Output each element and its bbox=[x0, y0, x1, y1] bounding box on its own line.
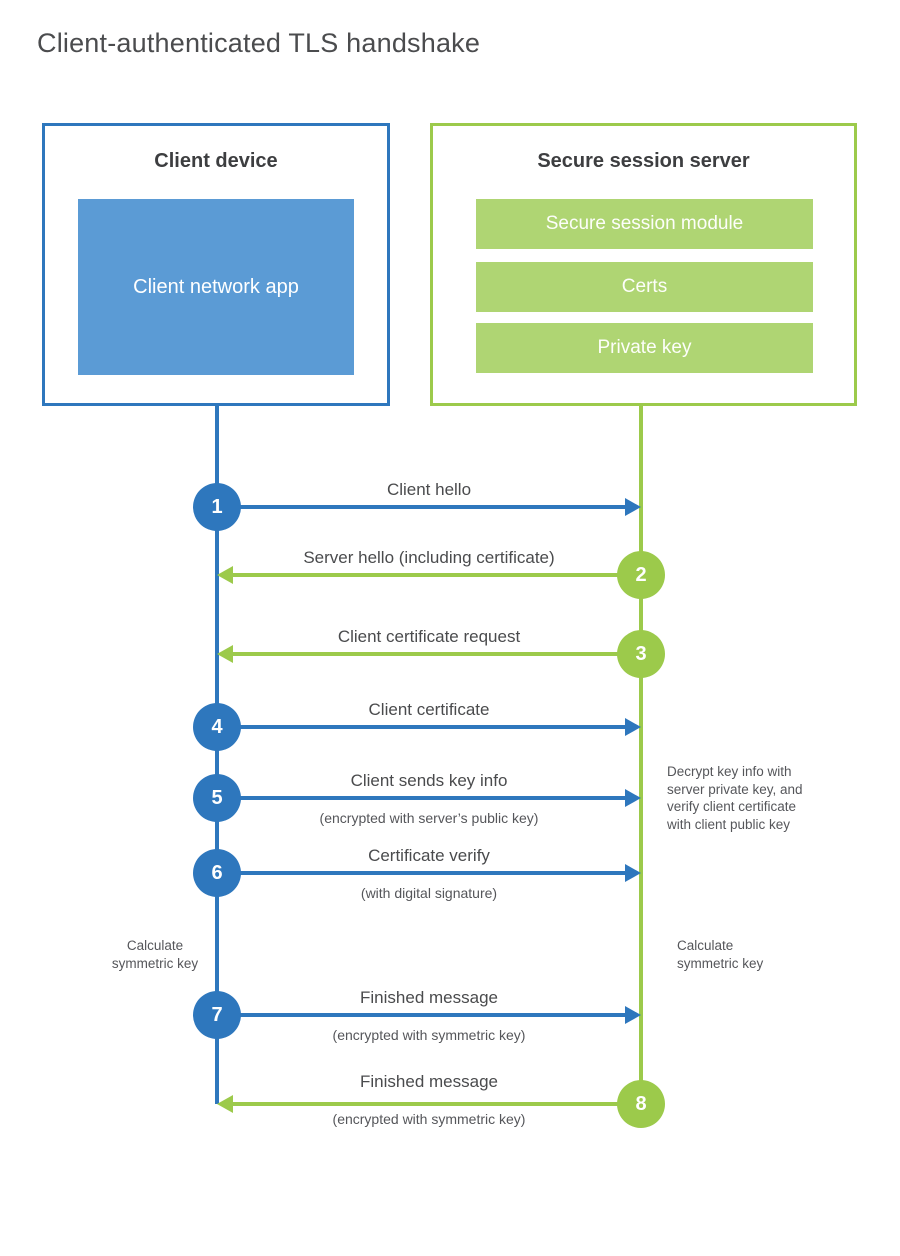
note-line: with client public key bbox=[667, 816, 791, 832]
server-module-secure-session: Secure session module bbox=[476, 199, 813, 249]
arrowhead-right-icon bbox=[625, 789, 641, 807]
arrowhead-left-icon bbox=[217, 566, 233, 584]
message-label-4: Client certificate bbox=[368, 700, 490, 719]
note-line: symmetric key bbox=[677, 955, 764, 971]
message-label-8: Finished message bbox=[360, 1072, 498, 1091]
step-circle-5: 5 bbox=[193, 774, 241, 822]
note-decrypt-key-info: Decrypt key info with server private key… bbox=[667, 763, 837, 833]
step-circle-1: 1 bbox=[193, 483, 241, 531]
page-title: Client-authenticated TLS handshake bbox=[37, 28, 481, 58]
server-module-certs: Certs bbox=[476, 262, 813, 312]
message-arrow-7 bbox=[217, 1013, 626, 1017]
message-arrow-2 bbox=[233, 573, 641, 577]
message-sublabel-6: (with digital signature) bbox=[360, 885, 498, 901]
secure-session-server-box: Secure session server Secure session mod… bbox=[430, 123, 857, 406]
note-line: server private key, and bbox=[667, 781, 803, 797]
message-label-3: Client certificate request bbox=[337, 627, 521, 646]
client-device-box: Client device Client network app bbox=[42, 123, 390, 406]
step-circle-2: 2 bbox=[617, 551, 665, 599]
message-label-7: Finished message bbox=[360, 988, 498, 1007]
message-arrow-5 bbox=[217, 796, 626, 800]
message-sublabel-5: (encrypted with server’s public key) bbox=[319, 810, 539, 826]
arrowhead-right-icon bbox=[625, 498, 641, 516]
message-label-6: Certificate verify bbox=[368, 846, 490, 865]
step-circle-6: 6 bbox=[193, 849, 241, 897]
note-line: Decrypt key info with bbox=[667, 764, 792, 779]
message-label-1: Client hello bbox=[386, 480, 472, 499]
arrowhead-left-icon bbox=[217, 1095, 233, 1113]
note-calculate-symmetric-key-server: Calculate symmetric key bbox=[677, 937, 837, 972]
message-label-2: Server hello (including certificate) bbox=[303, 548, 555, 567]
step-circle-3: 3 bbox=[617, 630, 665, 678]
note-line: symmetric key bbox=[111, 955, 199, 971]
arrowhead-right-icon bbox=[625, 864, 641, 882]
message-arrow-6 bbox=[217, 871, 626, 875]
arrowhead-right-icon bbox=[625, 1006, 641, 1024]
lifeline-client bbox=[215, 404, 219, 1104]
message-arrow-8 bbox=[233, 1102, 641, 1106]
arrowhead-left-icon bbox=[217, 645, 233, 663]
message-sublabel-8: (encrypted with symmetric key) bbox=[332, 1111, 526, 1127]
note-line: Calculate bbox=[677, 938, 734, 953]
step-circle-7: 7 bbox=[193, 991, 241, 1039]
step-circle-8: 8 bbox=[617, 1080, 665, 1128]
message-arrow-1 bbox=[217, 505, 626, 509]
arrowhead-right-icon bbox=[625, 718, 641, 736]
message-arrow-3 bbox=[233, 652, 641, 656]
message-label-5: Client sends key info bbox=[350, 771, 508, 790]
lifeline-server bbox=[639, 404, 643, 1105]
step-circle-4: 4 bbox=[193, 703, 241, 751]
client-device-title: Client device bbox=[154, 150, 278, 172]
note-line: Calculate bbox=[126, 938, 184, 953]
message-arrow-4 bbox=[217, 725, 626, 729]
note-line: verify client certificate bbox=[667, 799, 797, 814]
secure-session-server-title: Secure session server bbox=[537, 150, 750, 172]
client-network-app-box: Client network app bbox=[78, 199, 354, 375]
note-calculate-symmetric-key-client: Calculate symmetric key bbox=[85, 937, 225, 972]
server-module-private-key: Private key bbox=[476, 323, 813, 373]
client-network-app-label: Client network app bbox=[133, 275, 299, 298]
message-sublabel-7: (encrypted with symmetric key) bbox=[332, 1027, 526, 1043]
